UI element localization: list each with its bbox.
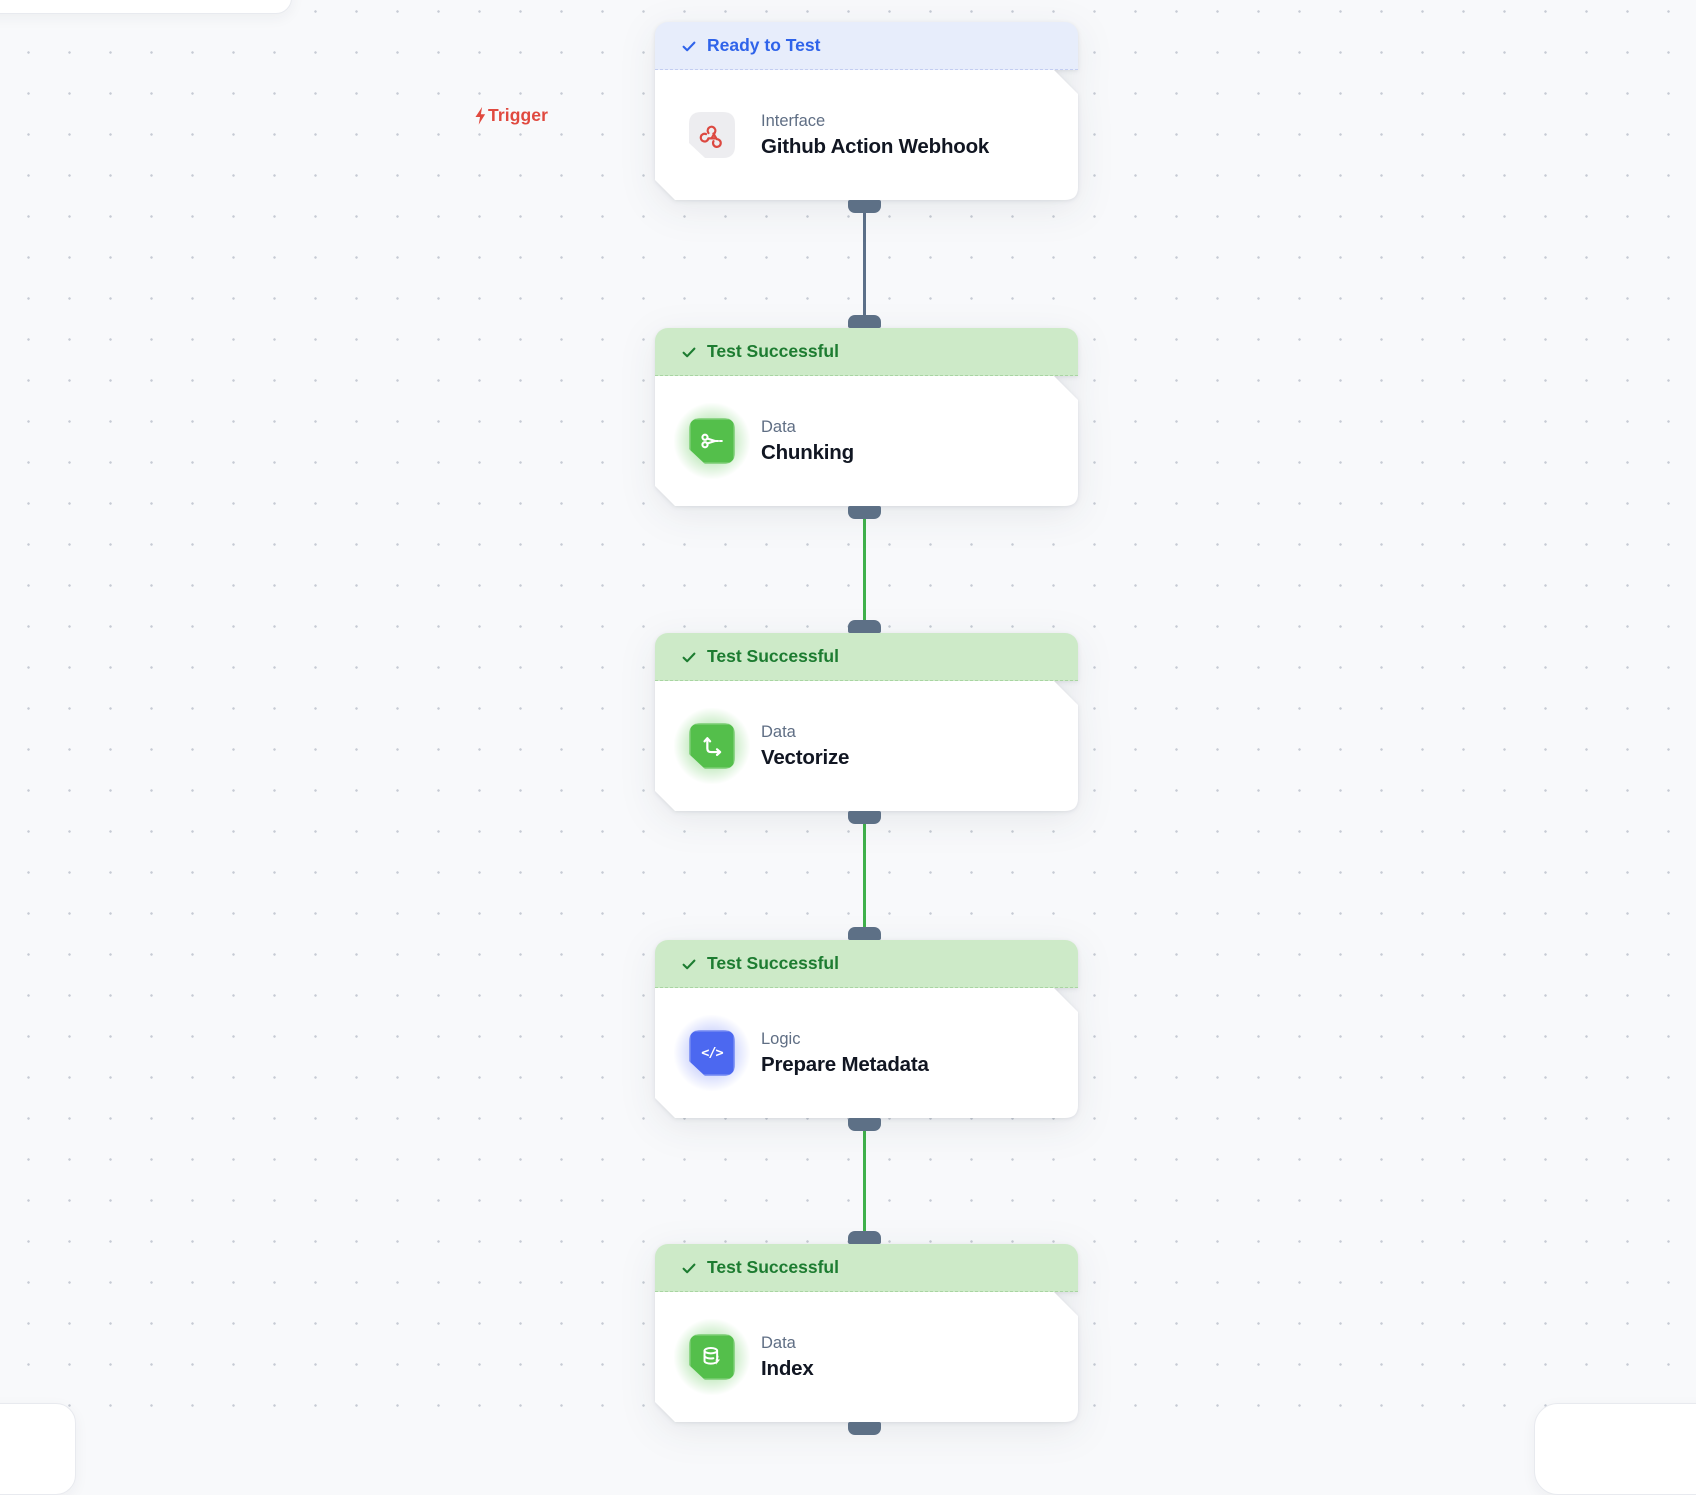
panel-top-left <box>0 0 292 14</box>
node-status-label: Test Successful <box>707 341 839 361</box>
trigger-label: Trigger <box>474 105 548 126</box>
input-port-prepare-metadata[interactable] <box>848 927 881 940</box>
check-icon <box>682 652 696 662</box>
node-category: Data <box>761 417 796 436</box>
node-body: </> Logic Prepare Metadata <box>655 988 1078 1118</box>
scissors-chunk-icon <box>689 418 735 464</box>
output-port-chunking[interactable] <box>848 506 881 519</box>
node-chunking[interactable]: Test Successful <box>655 328 1078 506</box>
node-status-header: Test Successful <box>655 633 1078 681</box>
node-github-action-webhook[interactable]: Ready to Test Interface Github Action We… <box>655 22 1078 200</box>
check-icon <box>682 959 696 969</box>
node-title: Prepare Metadata <box>761 1052 929 1076</box>
node-body: Data Chunking <box>655 376 1078 506</box>
code-glyph-text: </> <box>701 1045 723 1061</box>
trigger-text: Trigger <box>488 105 549 125</box>
output-port-github-action-webhook[interactable] <box>848 200 881 213</box>
database-bolt-icon <box>689 1334 735 1380</box>
node-category: Data <box>761 1333 796 1352</box>
node-category: Logic <box>761 1029 801 1048</box>
edge-prepare-metadata-to-index[interactable] <box>863 1118 866 1244</box>
check-icon <box>682 347 696 357</box>
panel-bottom-right <box>1534 1403 1696 1495</box>
check-icon <box>682 1263 696 1273</box>
output-port-prepare-metadata[interactable] <box>848 1118 881 1131</box>
output-port-index[interactable] <box>848 1422 881 1435</box>
node-status-label: Test Successful <box>707 953 839 973</box>
node-category: Interface <box>761 111 826 130</box>
node-prepare-metadata[interactable]: Test Successful </> Logic Prepare Metada… <box>655 940 1078 1118</box>
edge-webhook-to-chunking[interactable] <box>863 200 866 328</box>
axes-vector-icon <box>689 723 735 769</box>
node-status-label: Test Successful <box>707 1257 839 1277</box>
node-status-label: Ready to Test <box>707 35 821 55</box>
node-category: Data <box>761 722 796 741</box>
node-status-label: Test Successful <box>707 646 839 666</box>
node-title: Github Action Webhook <box>761 134 990 158</box>
webhook-icon <box>689 112 735 158</box>
input-port-index[interactable] <box>848 1231 881 1244</box>
node-body: Interface Github Action Webhook <box>655 70 1078 200</box>
node-status-header: Test Successful <box>655 1244 1078 1292</box>
node-title: Chunking <box>761 440 854 464</box>
input-port-vectorize[interactable] <box>848 620 881 633</box>
output-port-vectorize[interactable] <box>848 811 881 824</box>
lightning-bolt-icon <box>475 106 486 125</box>
node-status-header: Test Successful <box>655 940 1078 988</box>
node-body: Data Index <box>655 1292 1078 1422</box>
node-body: Data Vectorize <box>655 681 1078 811</box>
edge-vectorize-to-prepare-metadata[interactable] <box>863 811 866 940</box>
node-index[interactable]: Test Successful Data Index <box>655 1244 1078 1422</box>
code-icon: </> <box>689 1030 735 1076</box>
panel-bottom-left <box>0 1403 76 1495</box>
node-status-header: Test Successful <box>655 328 1078 376</box>
node-vectorize[interactable]: Test Successful Data Vectorize <box>655 633 1078 811</box>
node-title: Vectorize <box>761 745 850 769</box>
node-title: Index <box>761 1356 814 1380</box>
check-icon <box>682 41 696 51</box>
node-status-header: Ready to Test <box>655 22 1078 70</box>
edge-chunking-to-vectorize[interactable] <box>863 506 866 633</box>
input-port-chunking[interactable] <box>848 315 881 328</box>
